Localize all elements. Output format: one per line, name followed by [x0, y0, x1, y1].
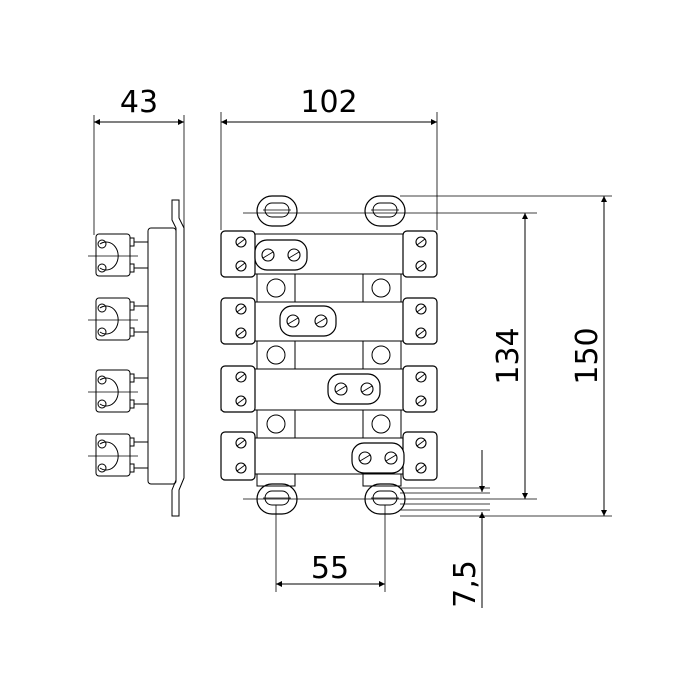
front-view: 102	[220, 85, 612, 608]
side-view: 43	[88, 85, 185, 517]
dim-total-width: 102	[300, 85, 357, 120]
terminal-row	[220, 230, 438, 278]
side-terminal	[88, 233, 148, 277]
dim-total-height: 150	[570, 327, 605, 384]
side-terminal	[88, 297, 148, 341]
side-terminal	[88, 433, 148, 477]
dim-offset: 7,5	[448, 560, 483, 608]
side-terminal	[88, 369, 148, 413]
top-mounting-holes	[256, 195, 406, 227]
terminal-row	[220, 297, 438, 345]
terminal-row	[220, 431, 438, 481]
dim-inner-height: 134	[491, 327, 526, 384]
dim-hole-spacing: 55	[311, 551, 349, 586]
terminal-row	[220, 365, 438, 413]
side-body	[147, 227, 177, 485]
dim-side-width: 43	[120, 85, 158, 120]
